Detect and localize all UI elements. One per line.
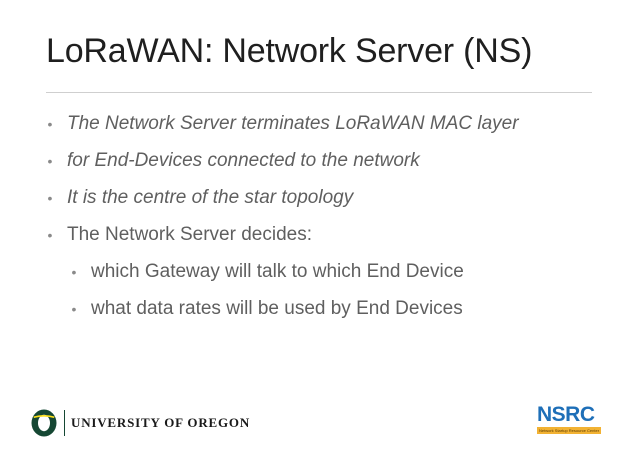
sub-bullet-item: • what data rates will be used by End De… (38, 290, 628, 327)
bullet-dot: • (71, 300, 77, 317)
bullet-item: • The Network Server terminates LoRaWAN … (38, 105, 628, 142)
bullet-dot: • (47, 115, 53, 132)
bullet-dot: • (47, 152, 53, 169)
bullet-item: • It is the centre of the star topology (38, 179, 628, 216)
university-of-oregon-logo: UNIVERSITY OF OREGON (30, 404, 250, 442)
bullet-dot: • (47, 226, 53, 243)
logo-divider (64, 410, 65, 436)
bullet-text: The Network Server decides: (67, 223, 312, 245)
bullet-dot: • (47, 189, 53, 206)
university-name: UNIVERSITY OF OREGON (71, 415, 251, 430)
nsrc-wordmark: NSRC (537, 403, 595, 426)
bullet-text: which Gateway will talk to which End Dev… (91, 260, 464, 282)
bullet-text: what data rates will be used by End Devi… (91, 297, 463, 319)
bullet-item: • The Network Server decides: (38, 216, 628, 253)
sub-bullet-item: • which Gateway will talk to which End D… (38, 253, 628, 290)
bullet-list: • The Network Server terminates LoRaWAN … (38, 105, 628, 327)
title-divider (46, 92, 592, 93)
university-of-oregon-o-logo-icon (31, 409, 57, 437)
slide-title: LoRaWAN: Network Server (NS) (46, 32, 533, 70)
bullet-text: The Network Server terminates LoRaWAN MA… (67, 112, 519, 134)
nsrc-bar: Network Startup Resource Center (537, 427, 601, 434)
nsrc-logo: NSRC Network Startup Resource Center (537, 404, 605, 440)
bullet-dot: • (71, 263, 77, 280)
bullet-item: • for End-Devices connected to the netwo… (38, 142, 628, 179)
nsrc-subtext: Network Startup Resource Center (539, 428, 600, 433)
bullet-text: for End-Devices connected to the network (67, 149, 420, 171)
bullet-text: It is the centre of the star topology (67, 186, 354, 208)
